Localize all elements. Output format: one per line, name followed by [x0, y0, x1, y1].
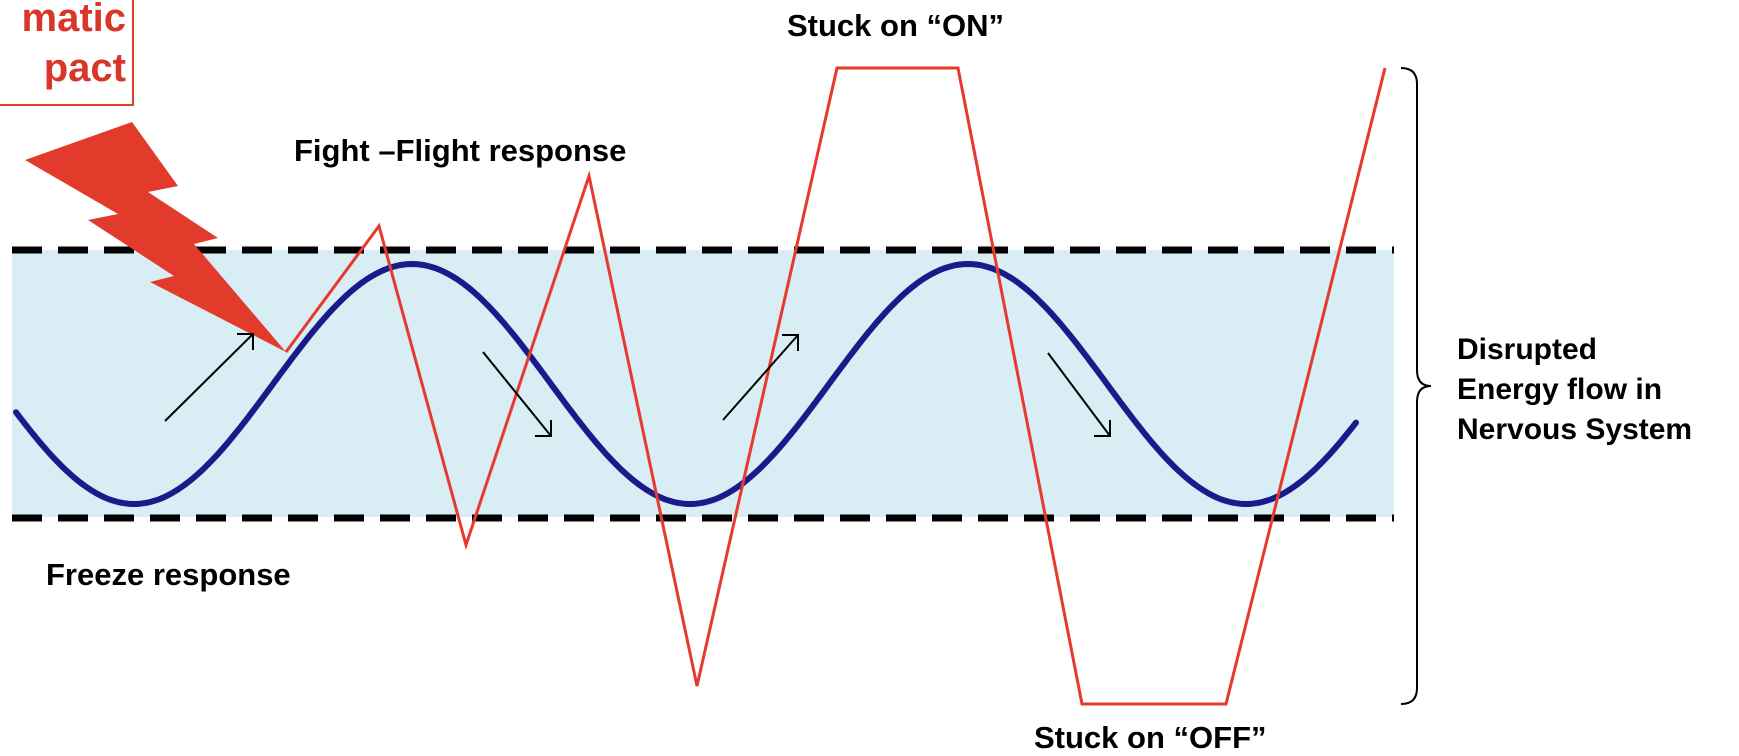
- traumatic-impact-label: matic pact: [0, 0, 134, 106]
- impact-label-line1: matic: [21, 0, 127, 40]
- curly-brace-icon: [1400, 67, 1432, 705]
- arrow-up-right-icon: [164, 333, 254, 422]
- impact-label-line2: pact: [43, 46, 126, 90]
- disrupted-label-line1: Disrupted: [1457, 333, 1598, 366]
- freeze-response-label: Freeze response: [46, 557, 291, 592]
- arrow-down-right-icon: [482, 351, 552, 437]
- disrupted-energy-label: Disrupted Energy flow in Nervous System: [1457, 330, 1692, 450]
- stuck-off-label: Stuck on “OFF”: [1034, 720, 1267, 755]
- lightning-bolt-icon: [25, 122, 286, 352]
- disrupted-label-line2: Energy flow in: [1457, 373, 1663, 406]
- regulation-band: [12, 250, 1394, 517]
- disrupted-energy-line: [284, 66, 1387, 706]
- stuck-on-label: Stuck on “ON”: [787, 8, 1005, 43]
- arrow-down-right-icon: [1047, 352, 1111, 437]
- arrow-up-right-icon: [722, 334, 799, 421]
- disrupted-label-line3: Nervous System: [1457, 413, 1693, 446]
- fight-flight-label: Fight –Flight response: [294, 133, 627, 168]
- healthy-energy-wave: [13, 261, 1359, 507]
